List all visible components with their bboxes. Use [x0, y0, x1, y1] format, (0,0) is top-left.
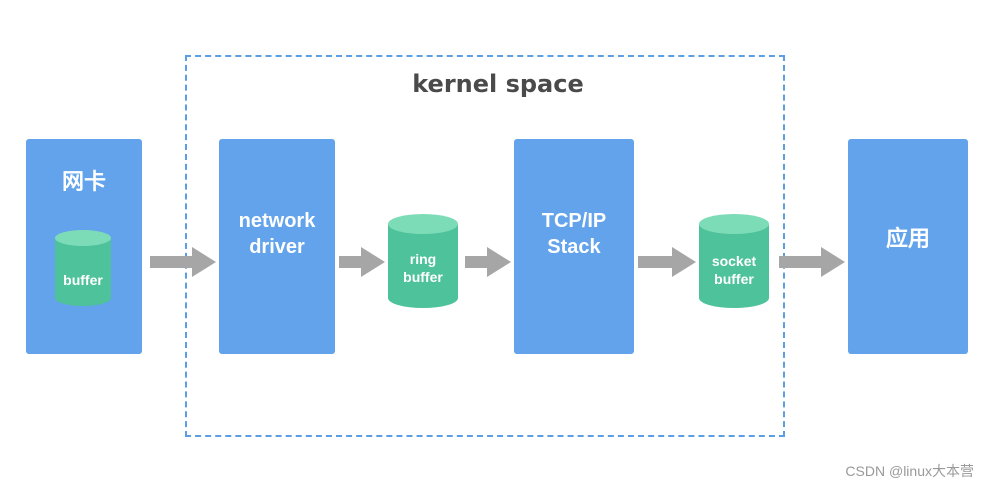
arrow-driver-to-ring-buffer [339, 247, 385, 277]
arrow-ring-buffer-to-tcpip [465, 247, 511, 277]
nic-buffer-label: buffer [63, 272, 103, 288]
kernel-space-boundary [185, 55, 785, 437]
tcpip-stack-label: TCP/IP Stack [541, 209, 607, 258]
nic-block: 网卡 [26, 139, 142, 354]
csdn-watermark: CSDN @linux大本营 [845, 463, 974, 479]
network-driver-block: network driver [219, 139, 335, 354]
nic-label: 网卡 [61, 169, 106, 194]
network-driver-label: network driver [238, 209, 316, 258]
application-block: 应用 [848, 139, 968, 354]
arrow-socket-buffer-to-application [779, 247, 845, 277]
nic-buffer-cylinder: buffer [54, 229, 112, 307]
application-label: 应用 [885, 225, 930, 251]
arrow-nic-to-driver [150, 247, 216, 277]
ring-buffer-label: ring buffer [403, 251, 443, 285]
arrow-tcpip-to-socket-buffer [638, 247, 696, 277]
ring-buffer-cylinder: ring buffer [387, 213, 459, 309]
socket-buffer-cylinder: socket buffer [698, 213, 770, 309]
kernel-space-title: kernel space [412, 70, 584, 98]
socket-buffer-label: socket buffer [711, 253, 757, 287]
tcpip-stack-block: TCP/IP Stack [514, 139, 634, 354]
